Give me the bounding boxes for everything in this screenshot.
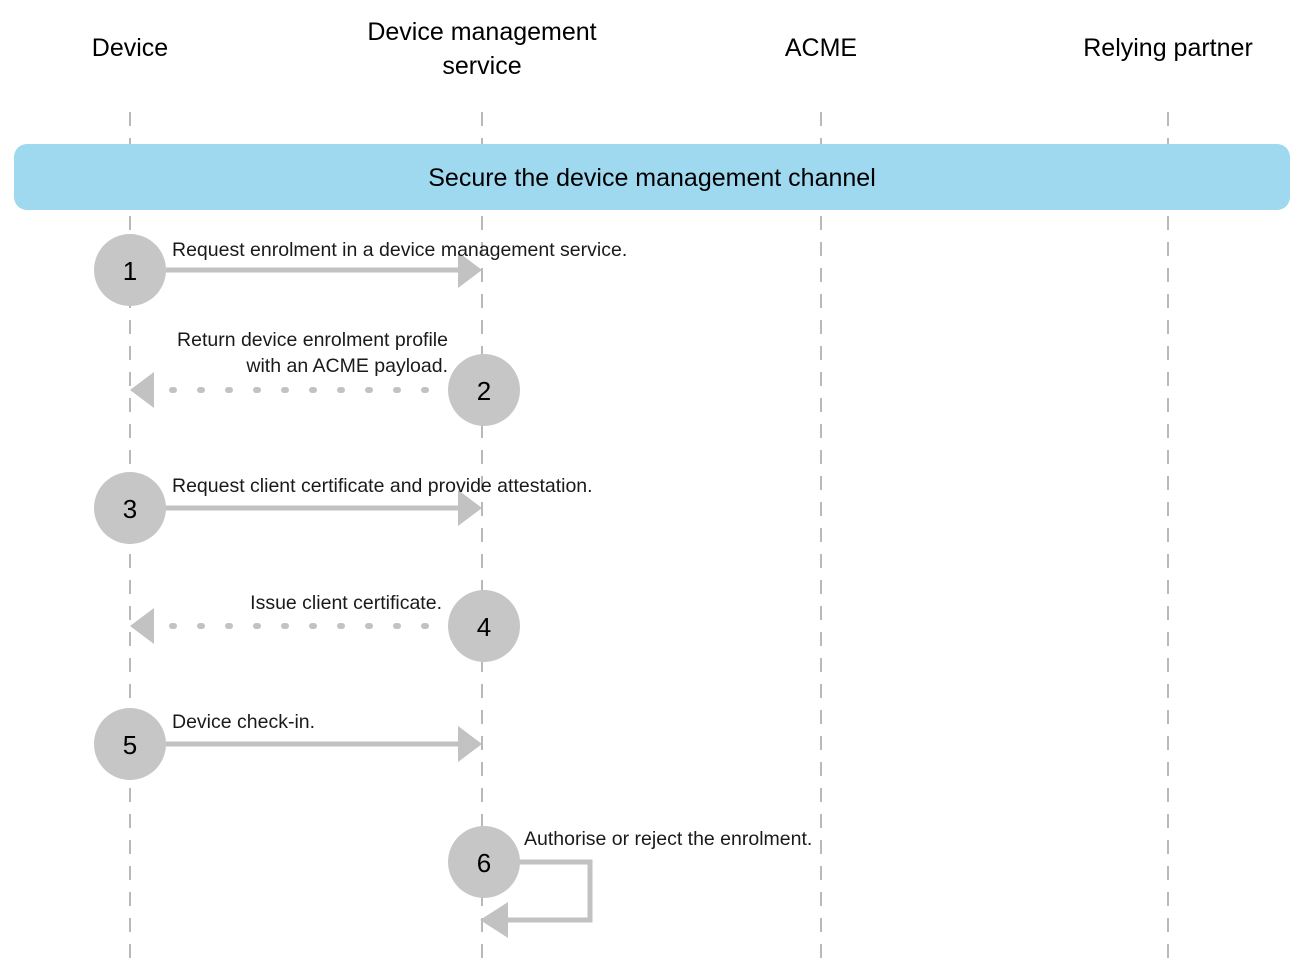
step-3-label-line1: Request client certificate and provide a… bbox=[172, 475, 593, 497]
step-6-self-loop-line bbox=[506, 859, 593, 923]
actor-header-dms: Device management service bbox=[367, 18, 596, 80]
actor-label-acme: ACME bbox=[785, 34, 857, 62]
actor-header-device: Device bbox=[92, 34, 168, 62]
step-1-label-line1: Request enrolment in a device management… bbox=[172, 239, 627, 261]
step-2-number: 2 bbox=[477, 376, 491, 406]
step-5-label-line1: Device check-in. bbox=[172, 711, 315, 733]
secure-channel-banner: Secure the device management channel bbox=[14, 144, 1290, 210]
actor-label-relying-partner: Relying partner bbox=[1083, 34, 1253, 62]
step-3: 3 Request client certificate and provide… bbox=[94, 472, 593, 544]
step-6-label-line1: Authorise or reject the enrolment. bbox=[524, 828, 812, 850]
step-6-badge-circle bbox=[448, 826, 520, 898]
step-2-badge-circle bbox=[448, 354, 520, 426]
step-5-number: 5 bbox=[123, 730, 137, 760]
step-1-badge-circle bbox=[94, 234, 166, 306]
step-2-label-line1: Return device enrolment profile bbox=[177, 329, 448, 351]
step-5-badge-circle bbox=[94, 708, 166, 780]
step-4-label-line1: Issue client certificate. bbox=[250, 592, 442, 614]
step-4: 4 Issue client certificate. bbox=[130, 590, 520, 662]
step-3-badge-circle bbox=[94, 472, 166, 544]
step-4-number: 4 bbox=[477, 612, 491, 642]
step-2-label-line2: with an ACME payload. bbox=[245, 355, 448, 377]
actor-label-dms-line2: service bbox=[442, 52, 521, 80]
step-2-arrow-head-left-icon bbox=[130, 372, 154, 408]
step-6-arrow-head-left-icon bbox=[480, 902, 508, 938]
banner-label: Secure the device management channel bbox=[428, 164, 876, 192]
step-6: 6 Authorise or reject the enrolment. bbox=[448, 826, 812, 938]
actor-header-acme: ACME bbox=[785, 34, 857, 62]
step-6-number: 6 bbox=[477, 848, 491, 878]
actor-label-dms-line1: Device management bbox=[367, 18, 596, 46]
banner-background bbox=[14, 144, 1290, 210]
actor-header-relying-partner: Relying partner bbox=[1083, 34, 1253, 62]
actor-headers: Device Device management service ACME Re… bbox=[92, 18, 1253, 80]
step-5-arrow-head-right-icon bbox=[458, 726, 482, 762]
step-2: 2 Return device enrolment profile with a… bbox=[130, 329, 520, 426]
step-3-arrow-head-right-icon bbox=[458, 490, 482, 526]
step-4-arrow-head-left-icon bbox=[130, 608, 154, 644]
step-1-arrow-head-right-icon bbox=[458, 252, 482, 288]
step-4-badge-circle bbox=[448, 590, 520, 662]
step-1: 1 Request enrolment in a device manageme… bbox=[94, 234, 627, 306]
step-1-number: 1 bbox=[123, 256, 137, 286]
step-5: 5 Device check-in. bbox=[94, 708, 482, 780]
actor-label-device: Device bbox=[92, 34, 168, 62]
step-3-number: 3 bbox=[123, 494, 137, 524]
